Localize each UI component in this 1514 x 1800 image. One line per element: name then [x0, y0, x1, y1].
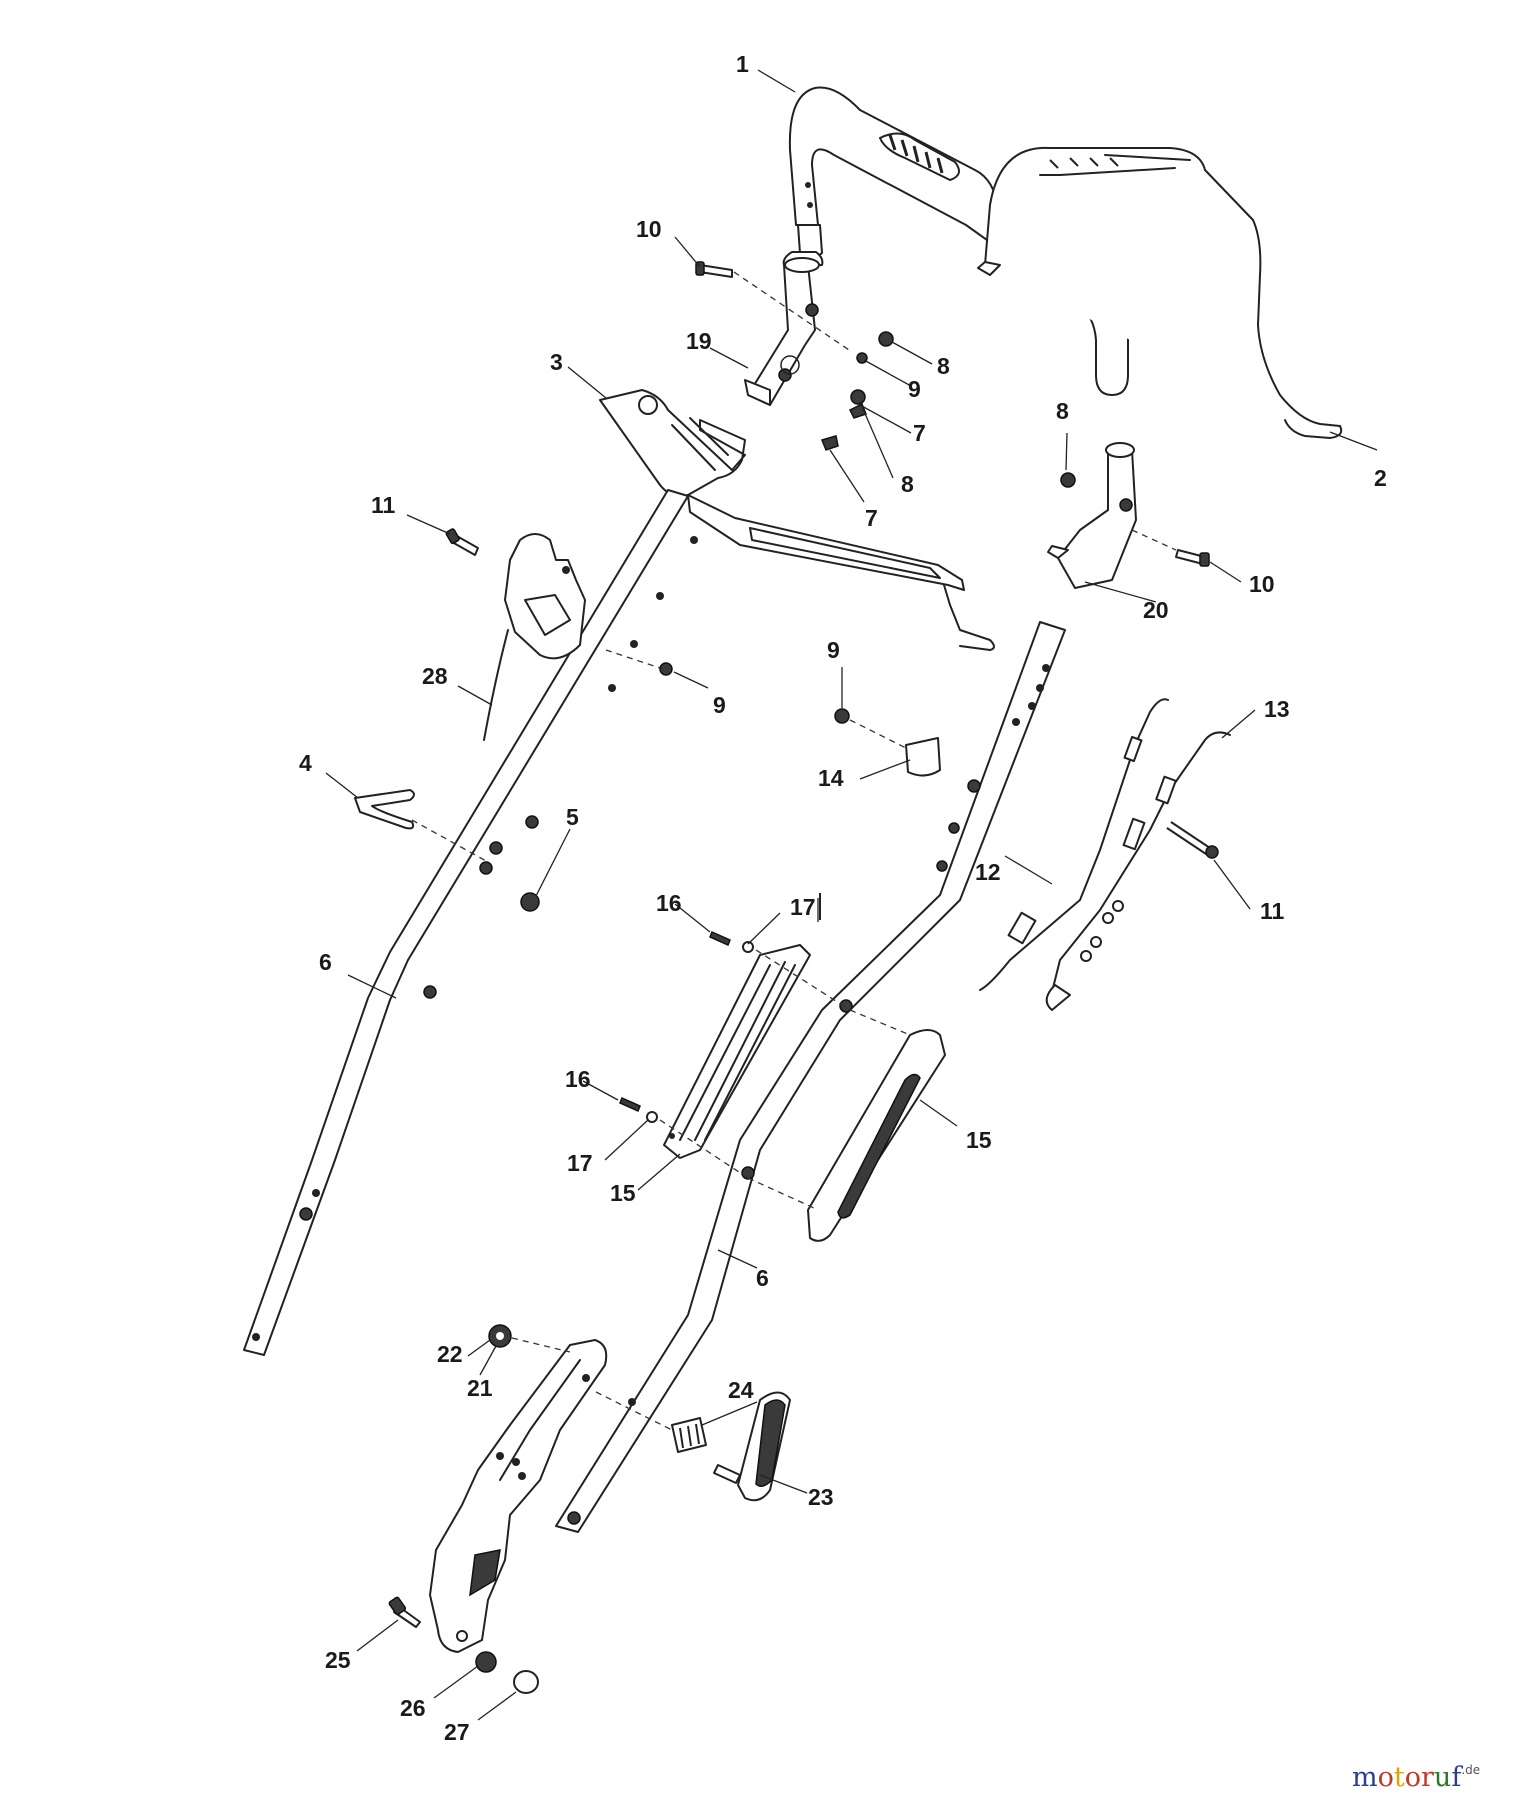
callout-26: 26: [400, 1695, 426, 1721]
callout-24: 24: [728, 1377, 754, 1403]
callout-labels: 1 2 3 4 5 6 6 7 7 8 8 8 9 9 9 10 10 11 1…: [299, 51, 1387, 1745]
leader-lines: [325, 69, 1378, 1721]
callout-13: 13: [1264, 696, 1290, 722]
callout-6-right: 6: [756, 1265, 769, 1291]
callout-9-tube: 9: [713, 692, 726, 718]
part-cable-13: [1045, 731, 1231, 1011]
callout-17-upper: 17: [790, 894, 816, 920]
part-bushing: [671, 1417, 707, 1453]
part-height-bracket: [429, 1339, 608, 1653]
callout-11-right: 11: [1260, 898, 1285, 924]
callout-25: 25: [325, 1647, 351, 1673]
callout-16-upper: 16: [656, 890, 682, 916]
callout-9-clamp: 9: [908, 376, 921, 402]
watermark-suffix: .de: [1461, 1763, 1480, 1777]
callout-21: 21: [467, 1375, 493, 1401]
callout-10-left: 10: [636, 216, 662, 242]
callout-19: 19: [686, 328, 712, 354]
part-bail-wire: [977, 146, 1343, 439]
callout-6-left: 6: [319, 949, 332, 975]
callout-7-lower: 7: [865, 505, 878, 531]
part-cable-guide-right: [807, 1029, 946, 1242]
callout-28: 28: [422, 663, 448, 689]
part-cable-guide-left: [663, 944, 811, 1159]
callout-14: 14: [818, 765, 844, 791]
watermark-brand: motoruf: [1352, 1762, 1463, 1793]
callout-4: 4: [299, 750, 312, 776]
callout-11-left: 11: [371, 492, 396, 518]
callout-2: 2: [1374, 465, 1387, 491]
part-lower-handle-right: [555, 621, 1066, 1533]
part-cable-control: [483, 533, 586, 741]
part-knob: [713, 1391, 791, 1502]
callout-15-right: 15: [966, 1127, 992, 1153]
callout-20: 20: [1143, 597, 1169, 623]
callout-12: 12: [975, 859, 1001, 885]
callout-17-lower: 17: [567, 1150, 593, 1176]
callout-27: 27: [444, 1719, 470, 1745]
part-clip: [354, 789, 415, 830]
callout-8-lower: 8: [901, 471, 914, 497]
part-hardware: [388, 261, 1219, 1694]
part-control-rod: [599, 389, 995, 651]
callout-10-right: 10: [1249, 571, 1275, 597]
callout-9-center: 9: [827, 637, 840, 663]
part-clamp-right: [1047, 442, 1137, 589]
svg-text:motoruf.de: motoruf.de: [1352, 1762, 1480, 1793]
callout-8-upper: 8: [937, 353, 950, 379]
callout-8-right: 8: [1056, 398, 1069, 424]
watermark-logo: motoruf.de: [1352, 1762, 1480, 1793]
callout-15-left: 15: [610, 1180, 636, 1206]
callout-16-lower: 16: [565, 1066, 591, 1092]
callout-23: 23: [808, 1484, 834, 1510]
callout-7-upper: 7: [913, 420, 926, 446]
callout-1: 1: [736, 51, 749, 77]
part-clamp-left: [744, 251, 824, 406]
callout-3: 3: [550, 349, 563, 375]
part-cable-12: [979, 698, 1169, 991]
assembly-lines: [411, 271, 1177, 1431]
callout-22: 22: [437, 1341, 463, 1367]
callout-5: 5: [566, 804, 579, 830]
part-lower-handle-left: [243, 489, 698, 1356]
